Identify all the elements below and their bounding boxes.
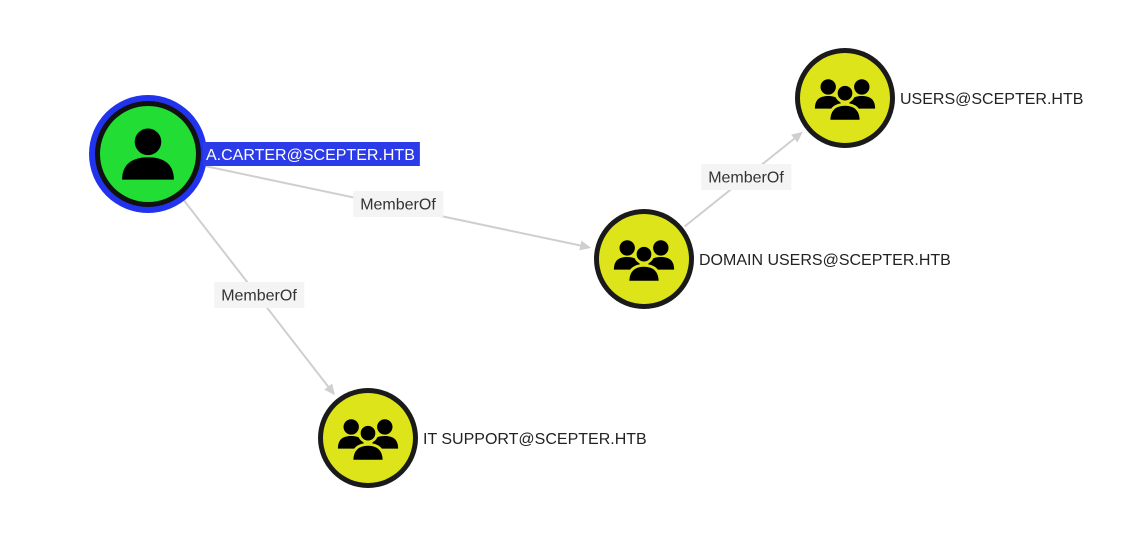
node-users[interactable]: USERS@SCEPTER.HTB — [795, 48, 1083, 148]
node-a-carter[interactable]: A.CARTER@SCEPTER.HTB — [89, 95, 420, 213]
edge-arrowhead — [324, 383, 335, 396]
edge-arrowhead — [579, 240, 592, 251]
edge-arrowhead — [791, 131, 803, 143]
node-label[interactable]: USERS@SCEPTER.HTB — [900, 91, 1083, 108]
edge-label[interactable]: MemberOf — [708, 170, 784, 187]
node-label[interactable]: DOMAIN USERS@SCEPTER.HTB — [699, 252, 951, 269]
edge-domain-users-to-users[interactable]: MemberOf — [683, 131, 803, 228]
edge-label[interactable]: MemberOf — [360, 197, 436, 214]
edge-a-carter-to-it-support[interactable]: MemberOf — [180, 196, 335, 396]
node-label[interactable]: A.CARTER@SCEPTER.HTB — [206, 147, 415, 164]
edge-label-background — [701, 164, 792, 190]
node-it-support[interactable]: IT SUPPORT@SCEPTER.HTB — [318, 388, 647, 488]
edge-label-background — [353, 191, 444, 217]
node-label[interactable]: IT SUPPORT@SCEPTER.HTB — [423, 431, 647, 448]
edge-label-background — [214, 282, 305, 308]
edge-a-carter-to-domain-users[interactable]: MemberOf — [201, 164, 592, 251]
node-domain-users[interactable]: DOMAIN USERS@SCEPTER.HTB — [594, 209, 951, 309]
edge-label[interactable]: MemberOf — [221, 288, 297, 305]
label-highlight — [203, 142, 420, 166]
